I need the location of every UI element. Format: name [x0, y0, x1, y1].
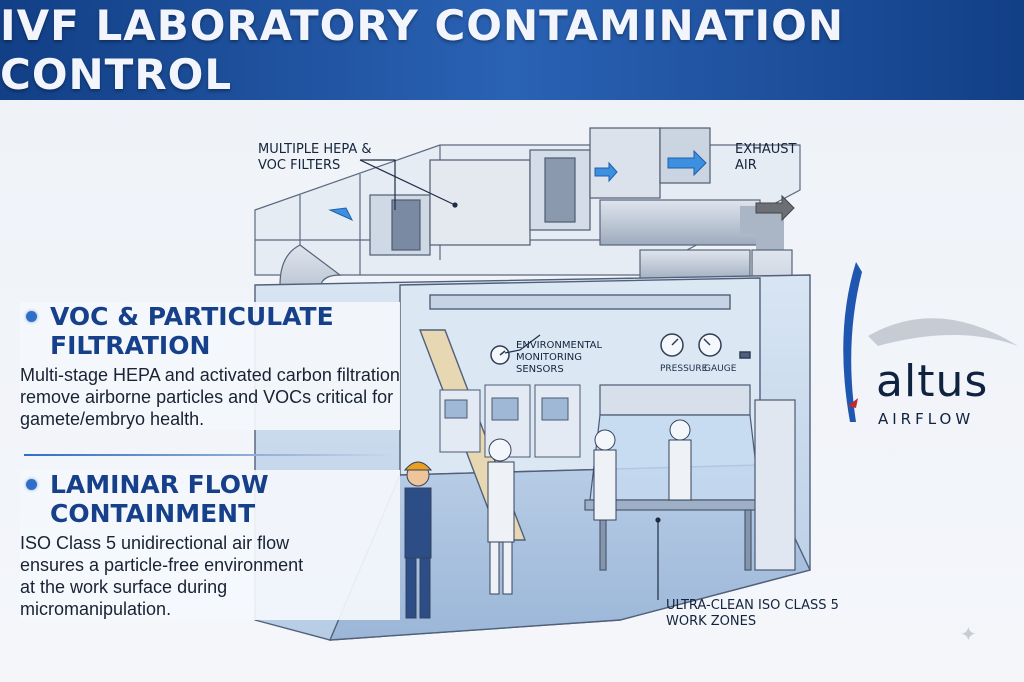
page-title: IVF LABORATORY CONTAMINATION CONTROL	[0, 1, 844, 99]
filter-units	[369, 127, 711, 256]
bullet-dot-icon	[26, 311, 37, 322]
sensors-callout: ENVIRONMENTAL MONITORING SENSORS	[516, 340, 603, 375]
section-divider	[24, 454, 396, 456]
exhaust-callout: EXHAUST AIR	[735, 142, 797, 173]
title-banner: IVF LABORATORY CONTAMINATION CONTROL	[0, 0, 1024, 100]
bullet-dot-icon	[26, 479, 37, 490]
section-body: Multi-stage HEPA and activated carbon fi…	[20, 365, 400, 429]
heading-line: FILTRATION	[50, 331, 211, 360]
section-body: ISO Class 5 unidirectional air flow ensu…	[20, 533, 304, 619]
section-heading: VOC & PARTICULATE FILTRATION	[20, 302, 400, 360]
section-filtration: VOC & PARTICULATE FILTRATION Multi-stage…	[20, 302, 400, 430]
section-containment: LAMINAR FLOW CONTAINMENT ISO Class 5 uni…	[20, 470, 400, 620]
gauge-label: GAUGE	[704, 364, 737, 374]
heading-line: VOC & PARTICULATE	[50, 302, 334, 331]
heading-line: CONTAINMENT	[50, 499, 256, 528]
pressure-gauge-icon	[490, 333, 751, 365]
workers	[403, 419, 692, 619]
logo-subtitle: AIRFLOW	[878, 410, 975, 428]
cleanroom-illustration	[254, 127, 811, 641]
section-heading: LAMINAR FLOW CONTAINMENT	[20, 470, 400, 528]
filters-callout: MULTIPLE HEPA & VOC FILTERS	[258, 142, 372, 173]
sparkle-icon: ✦	[960, 622, 977, 646]
heading-line: LAMINAR FLOW	[50, 470, 269, 499]
callout-leaders	[359, 159, 661, 600]
work-zones-callout: ULTRA-CLEAN ISO CLASS 5 WORK ZONES	[666, 598, 839, 629]
pressure-label: PRESSURE	[660, 364, 708, 374]
altus-logo-mark	[843, 262, 1018, 422]
logo-wordmark: altus	[876, 356, 989, 407]
